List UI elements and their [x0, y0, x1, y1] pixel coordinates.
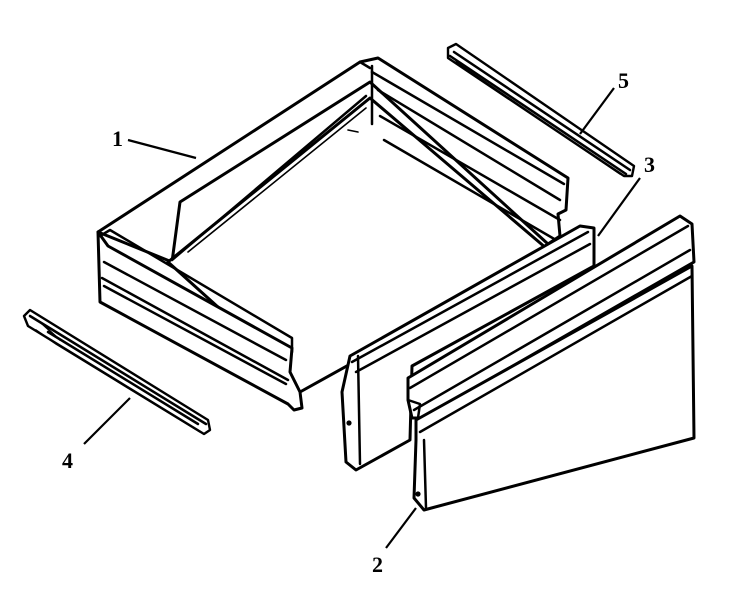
right-slide-rail — [446, 42, 636, 178]
leader-1 — [127, 138, 197, 160]
callout-label-4: 4 — [62, 448, 73, 473]
callout-label-1: 1 — [112, 126, 123, 151]
drawer-body — [96, 56, 570, 412]
drawer-front-panel — [406, 214, 696, 512]
leader-5 — [579, 87, 615, 135]
callout-label-3: 3 — [644, 152, 655, 177]
leader-2 — [385, 507, 417, 549]
leader-4 — [83, 397, 131, 445]
leader-3 — [597, 177, 641, 237]
callout-leaders — [83, 87, 641, 549]
left-slide-rail — [22, 308, 212, 436]
callout-labels: 1 2 3 4 5 — [62, 68, 655, 577]
callout-label-2: 2 — [372, 552, 383, 577]
callout-label-5: 5 — [618, 68, 629, 93]
